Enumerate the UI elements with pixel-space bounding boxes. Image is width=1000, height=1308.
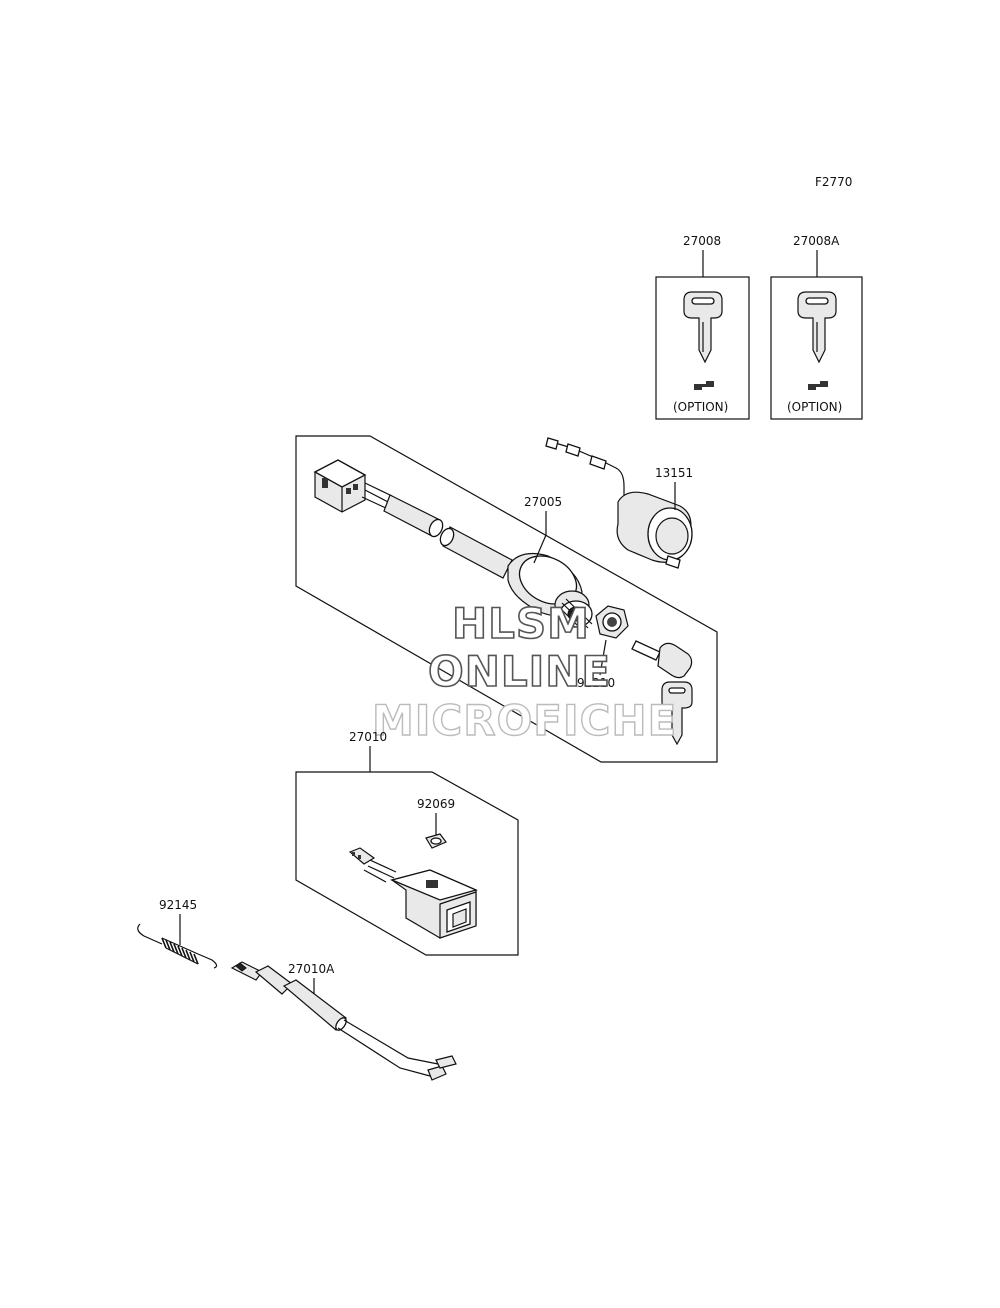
- watermark-line2: ONLINE: [428, 647, 611, 696]
- part-number-92069: 92069: [417, 797, 455, 811]
- key-27008-option: (OPTION): [673, 400, 728, 414]
- nut-92210-icon: [595, 605, 629, 639]
- key-27008A-icon: [797, 291, 837, 364]
- figure-code: F2770: [815, 175, 852, 189]
- assembly-27010-frame: [295, 771, 519, 956]
- indicator-switch-icon: [348, 847, 478, 939]
- key-27008A-cut-icon: [808, 381, 828, 390]
- assembly-27005-frame: [295, 435, 718, 763]
- part-number-13151: 13151: [655, 466, 693, 480]
- bulb-92069-icon: [425, 833, 447, 849]
- key-27008A-group[interactable]: 27008A (OPTION): [770, 234, 863, 420]
- key-27008-icon: [683, 291, 723, 364]
- key-27008A-frame: [770, 276, 863, 420]
- wire-harness-icon: [383, 494, 513, 579]
- part-number-27008: 27008: [683, 234, 721, 248]
- part-number-92210: 92210: [577, 676, 615, 690]
- keys-icon: [631, 640, 693, 746]
- watermark: HLSM ONLINE MICROFICHE: [371, 598, 677, 746]
- part-number-27005: 27005: [524, 495, 562, 509]
- watermark-line1: HLSM: [452, 599, 590, 648]
- watermark-line3: MICROFICHE: [372, 696, 677, 745]
- ignition-switch-icon: [507, 553, 593, 633]
- key-27008-frame: [655, 276, 750, 420]
- key-27008-group[interactable]: 27008 (OPTION): [655, 234, 750, 420]
- connector-plug-icon: [313, 459, 393, 513]
- part-number-27010A: 27010A: [288, 962, 335, 976]
- lock-cylinder-13151-icon: [545, 437, 693, 569]
- key-27008-cut-icon: [694, 381, 714, 390]
- key-27008A-option: (OPTION): [787, 400, 842, 414]
- part-number-92145: 92145: [159, 898, 197, 912]
- spring-92145-icon: [137, 923, 218, 969]
- brake-switch-27010A-icon: [230, 961, 457, 1081]
- part-number-27010: 27010: [349, 730, 387, 744]
- part-number-27008A: 27008A: [793, 234, 840, 248]
